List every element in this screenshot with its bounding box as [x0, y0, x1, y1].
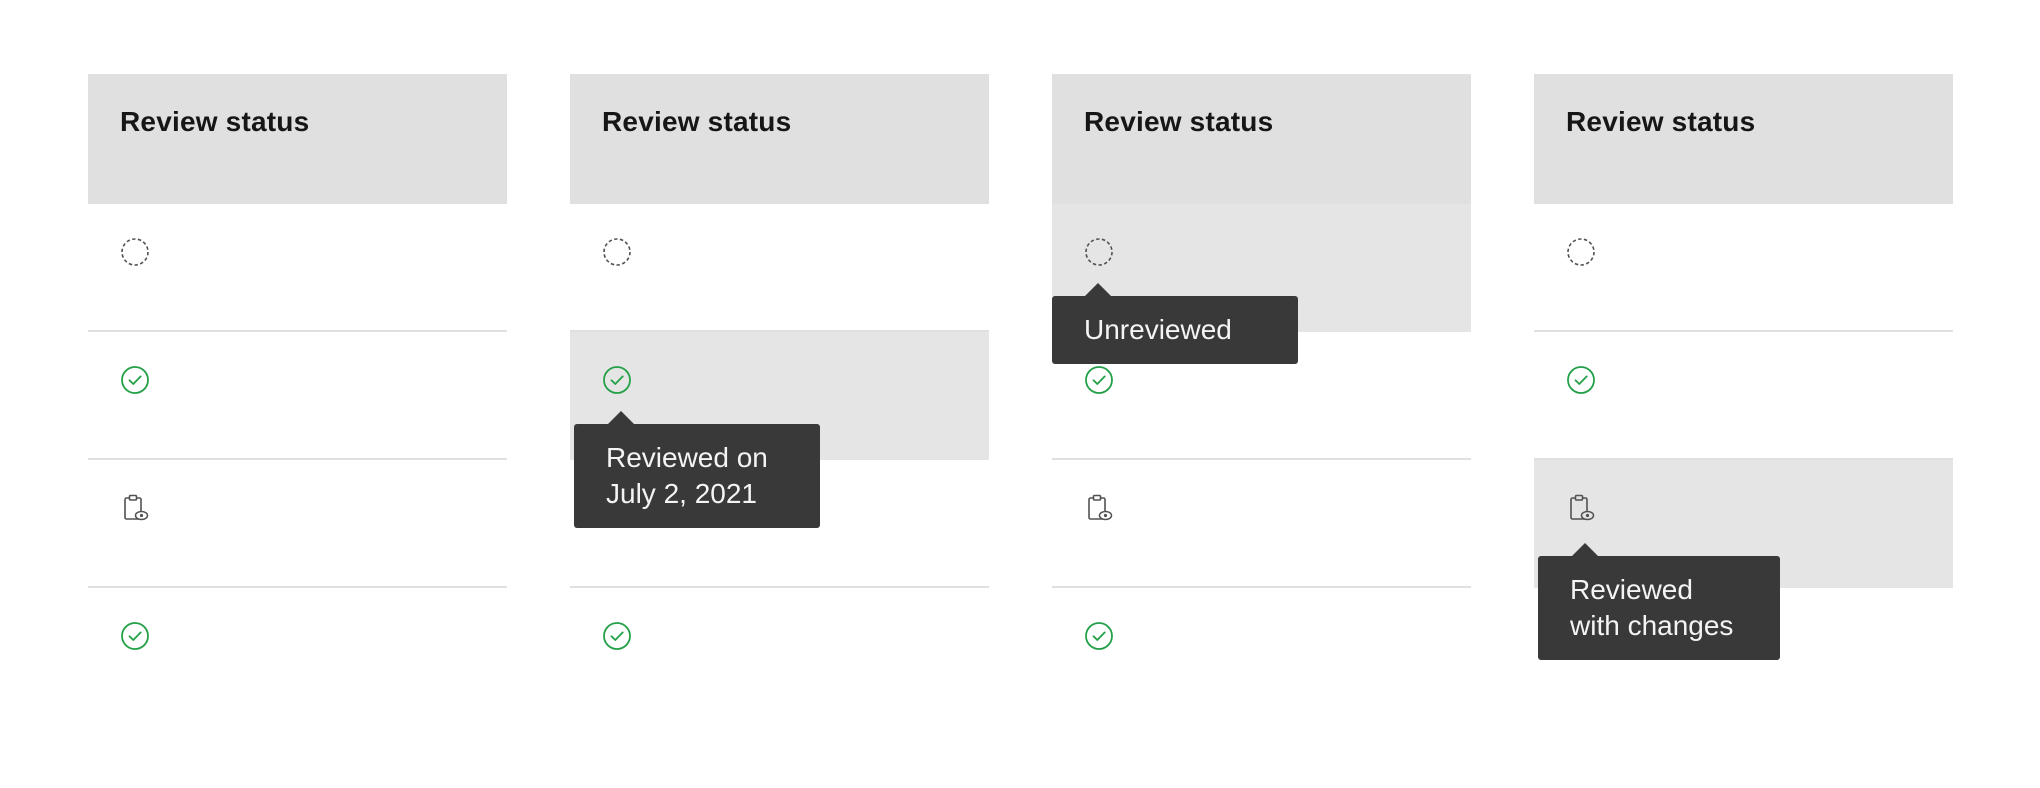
tooltip-line: with changes — [1570, 610, 1734, 641]
table-row-unreviewed[interactable] — [1534, 204, 1953, 332]
tooltip-line: July 2, 2021 — [606, 478, 757, 509]
table-row-reviewed[interactable] — [88, 588, 507, 716]
tooltip-line: Unreviewed — [1084, 314, 1232, 345]
clipboard-view-icon[interactable] — [1566, 493, 1596, 523]
table-row-reviewed[interactable] — [1052, 588, 1471, 716]
dashed-circle-icon[interactable] — [1566, 237, 1596, 267]
table-row-reviewed-with-changes[interactable] — [88, 460, 507, 588]
review-status-table-1: Review status — [88, 74, 507, 716]
table-row-reviewed[interactable] — [1534, 332, 1953, 460]
checkmark-circle-icon[interactable] — [1084, 621, 1114, 651]
review-status-table-4: Review status Reviewed with changes — [1534, 74, 1953, 716]
table-row-reviewed[interactable]: Reviewed on July 2, 2021 — [570, 332, 989, 528]
column-header: Review status — [1052, 74, 1471, 204]
clipboard-view-icon[interactable] — [1084, 493, 1114, 523]
checkmark-circle-icon[interactable] — [602, 365, 632, 395]
tooltip-unreviewed: Unreviewed — [1052, 283, 1298, 364]
dashed-circle-icon[interactable] — [1084, 237, 1114, 267]
tooltip-reviewed-with-changes: Reviewed with changes — [1538, 543, 1780, 660]
table-row-reviewed[interactable] — [88, 332, 507, 460]
review-status-table-2: Review status Reviewed on July 2, 2021 — [570, 74, 989, 716]
tooltip-caret — [1085, 283, 1111, 296]
column-header: Review status — [570, 74, 989, 204]
table-row-unreviewed[interactable] — [570, 204, 989, 332]
checkmark-circle-icon[interactable] — [1566, 365, 1596, 395]
tooltip-caret — [1572, 543, 1598, 556]
column-header: Review status — [88, 74, 507, 204]
checkmark-circle-icon[interactable] — [1084, 365, 1114, 395]
tooltip-line: Reviewed — [1570, 574, 1693, 605]
tooltip-reviewed-date: Reviewed on July 2, 2021 — [574, 411, 820, 528]
column-header: Review status — [1534, 74, 1953, 204]
dashed-circle-icon[interactable] — [602, 237, 632, 267]
table-row-reviewed[interactable] — [1052, 332, 1471, 460]
table-row-reviewed-with-changes[interactable]: Reviewed with changes — [1534, 460, 1953, 660]
checkmark-circle-icon[interactable] — [602, 621, 632, 651]
table-row-unreviewed[interactable]: Unreviewed — [1052, 204, 1471, 364]
table-row-reviewed-with-changes[interactable] — [1052, 460, 1471, 588]
review-status-table-3: Review status Unreviewed — [1052, 74, 1471, 716]
tooltip-caret — [608, 411, 634, 424]
checkmark-circle-icon[interactable] — [120, 621, 150, 651]
dashed-circle-icon[interactable] — [120, 237, 150, 267]
clipboard-view-icon[interactable] — [120, 493, 150, 523]
table-row-reviewed[interactable] — [570, 588, 989, 716]
table-row-unreviewed[interactable] — [88, 204, 507, 332]
tooltip-line: Reviewed on — [606, 442, 768, 473]
checkmark-circle-icon[interactable] — [120, 365, 150, 395]
